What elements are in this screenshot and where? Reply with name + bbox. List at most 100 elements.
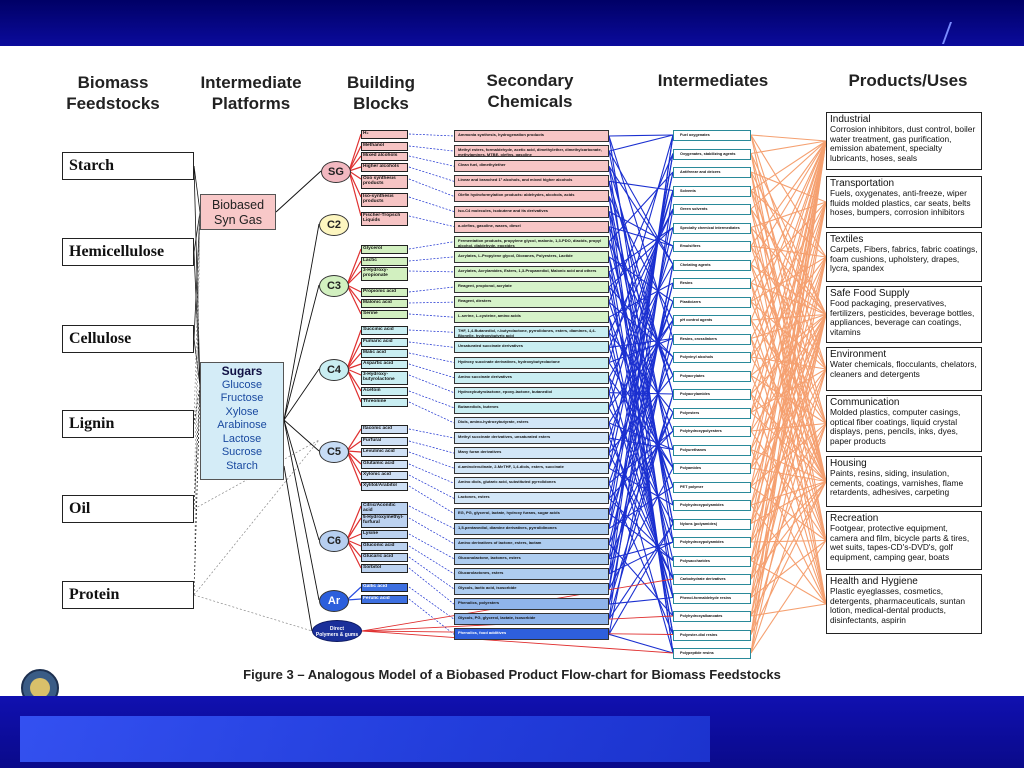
direct-link: [361, 630, 674, 654]
block-secondary-arrow: [408, 352, 455, 363]
intermediate-product-link: [750, 264, 827, 315]
intermediate-product-link: [750, 539, 827, 543]
intermediate-product-link: [750, 201, 827, 506]
secondary-chemical: Reagent, propionol, acrylate: [454, 281, 609, 293]
intermediate-product-link: [750, 140, 827, 469]
block-secondary-arrow: [408, 196, 455, 212]
product-title: Environment: [830, 349, 887, 360]
secondary-intermediate-link: [608, 241, 674, 506]
feedstock-link: [193, 385, 201, 425]
intermediate-item: Polyurethanes: [673, 444, 751, 456]
slide: Biomass Feedstocks Intermediate Platform…: [0, 46, 1024, 707]
block-item: Fumaric acid: [361, 338, 408, 347]
building-block-c3: C3: [319, 275, 349, 297]
intermediate-product-link: [750, 140, 827, 432]
sugar-item: Arabinose: [217, 419, 267, 431]
block-item: Gallic acid: [361, 583, 408, 592]
block-item: Xylonic acid: [361, 471, 408, 480]
intermediate-product-link: [750, 140, 827, 265]
block-secondary-arrow: [408, 341, 455, 348]
block-secondary-arrow: [408, 145, 455, 152]
block-connector: [346, 586, 362, 601]
platform-link: [275, 170, 322, 213]
secondary-intermediate-link: [608, 166, 674, 395]
secondary-chemical: Iso-C4 molecules, isobutene and its deri…: [454, 205, 609, 218]
block-secondary-arrow: [408, 166, 455, 182]
secondary-chemical: d-aminolevulinate, 2-MeTHF, 1,4-diols, e…: [454, 462, 609, 475]
sugar-item: Starch: [226, 459, 258, 472]
block-connector: [346, 539, 362, 547]
secondary-chemical: Butanediols, butenes: [454, 401, 609, 414]
feedstock-link: [193, 211, 201, 510]
platform-link: [283, 465, 313, 632]
intermediate-product-link: [750, 256, 827, 580]
block-item: Glucaric acid: [361, 553, 408, 562]
block-connector: [346, 533, 362, 541]
block-item: Succinic acid: [361, 326, 408, 335]
intermediate-product-link: [750, 481, 827, 635]
block-item: Methanol: [361, 142, 408, 151]
block-item: Malonic acid: [361, 299, 408, 308]
secondary-chemical: Linear and branched 1° alcohols, and mix…: [454, 175, 609, 188]
block-secondary-arrow: [408, 556, 455, 590]
secondary-intermediate-link: [608, 190, 674, 620]
block-connector: [346, 284, 362, 315]
block-item: Itaconic acid: [361, 425, 408, 434]
secondary-chemical: Phenolics, polyesters: [454, 598, 609, 611]
secondary-intermediate-link: [608, 134, 674, 137]
direct-polymers-node: Direct Polymers & gums: [312, 620, 362, 642]
block-item: Lactic: [361, 257, 408, 266]
header-feedstocks: Biomass Feedstocks: [66, 73, 160, 113]
intermediate-product-link: [750, 140, 827, 524]
building-block-sg: SG: [321, 161, 351, 183]
block-connector: [348, 170, 362, 217]
feedstock-link: [193, 385, 201, 510]
secondary-intermediate-link: [608, 377, 674, 598]
block-secondary-arrow: [408, 517, 455, 545]
intermediate-product-link: [750, 540, 827, 598]
intermediate-product-link: [750, 201, 827, 561]
header-platforms: Intermediate Platforms: [200, 73, 302, 113]
title-bar: [0, 0, 1024, 46]
block-item: Gluconic acid: [361, 542, 408, 551]
block-item: Iso-synthesis products: [361, 193, 408, 207]
intermediate-item: Polysaccharides: [673, 555, 751, 567]
block-connector: [346, 440, 362, 452]
block-secondary-arrow: [408, 598, 455, 635]
platform-link: [283, 284, 320, 421]
block-secondary-arrow: [408, 301, 455, 304]
block-connector: [346, 368, 362, 403]
feedstock-oil: Oil: [62, 495, 194, 523]
intermediate-item: Phenol-formaldehyde resins: [673, 592, 751, 604]
secondary-intermediate-link: [608, 633, 674, 654]
block-secondary-arrow: [408, 586, 455, 620]
block-connector: [346, 329, 362, 370]
block-secondary-arrow: [408, 374, 455, 394]
intermediate-product-link: [750, 140, 827, 302]
block-secondary-arrow: [408, 401, 455, 424]
intermediate-product-link: [750, 201, 827, 450]
block-connector: [346, 539, 362, 569]
intermediate-item: Resins, crosslinkers: [673, 333, 751, 345]
block-item: Glutamic acid: [361, 460, 408, 469]
block-secondary-arrow: [408, 155, 455, 167]
block-connector: [346, 517, 362, 541]
secondary-intermediate-link: [608, 208, 674, 333]
secondary-chemical: a-olefins, gasoline, waxes, diesel: [454, 220, 609, 233]
block-connector: [346, 284, 362, 304]
block-connector: [346, 260, 362, 286]
block-connector: [346, 270, 362, 286]
block-connector: [346, 450, 362, 476]
product-desc: Footgear, protective equipment, camera a…: [830, 523, 970, 562]
intermediate-item: Specialty chemical intermediates: [673, 222, 751, 234]
feedstock-link: [193, 211, 201, 253]
block-secondary-arrow: [408, 215, 455, 227]
header-intermediates: Intermediates: [657, 71, 769, 90]
block-item: Mixed alcohols: [361, 152, 408, 161]
product-desc: Food packaging, preservatives, fertilize…: [830, 298, 975, 337]
